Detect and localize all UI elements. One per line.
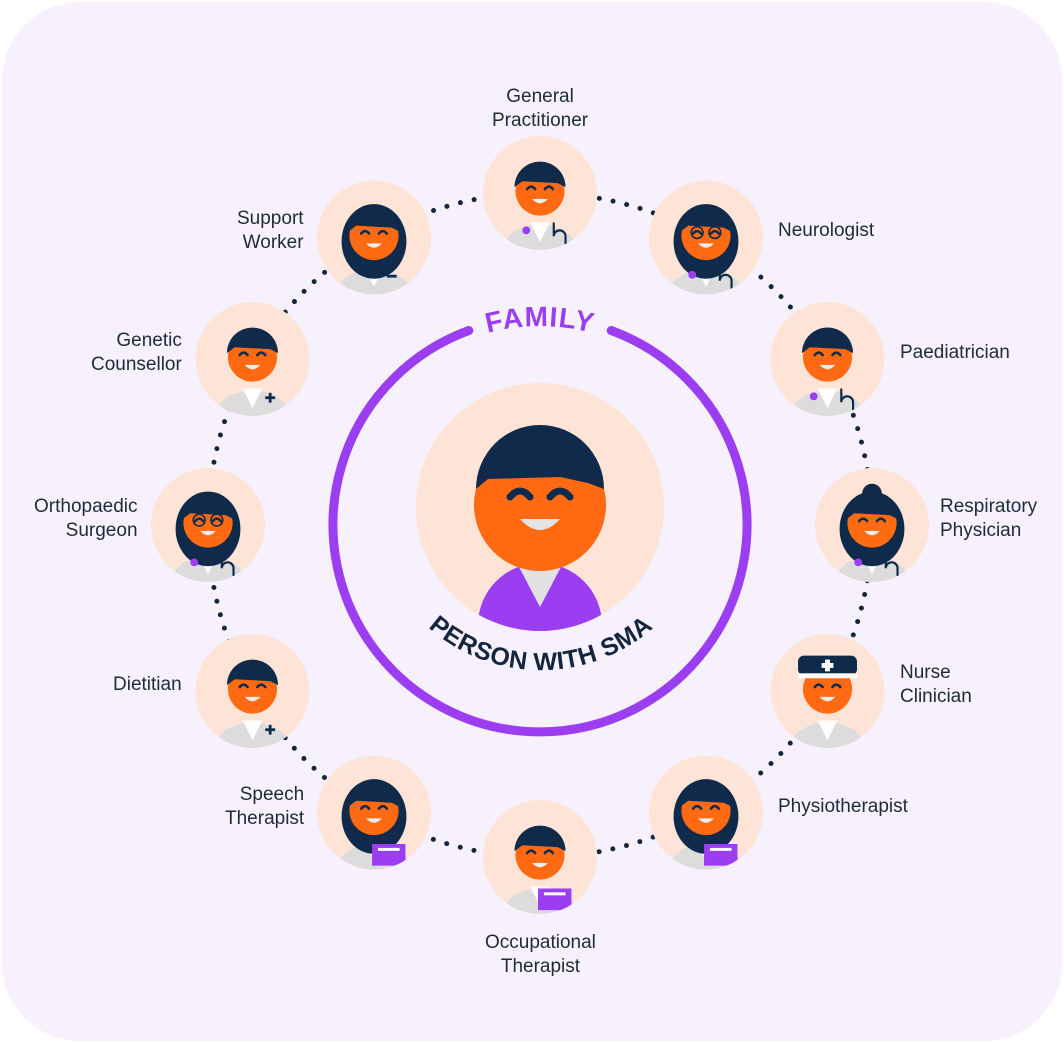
paediatrician-avatar-icon [770, 302, 885, 416]
respiratory-physician-avatar-icon [815, 468, 929, 582]
role-label-paediatrician: Paediatrician [900, 341, 1010, 365]
physiotherapist-avatar-icon [649, 755, 763, 870]
role-label-line: Therapist [225, 808, 305, 829]
role-label-line: Physician [940, 520, 1022, 541]
role-label-line: Dietitian [113, 674, 182, 695]
role-label-line: Occupational [485, 932, 596, 953]
speech-therapist-avatar-icon [317, 755, 431, 870]
role-label-line: Neurologist [778, 220, 875, 241]
occupational-therapist-avatar-icon [483, 800, 597, 914]
role-label-line: General [506, 86, 574, 107]
nurse-avatar-icon [770, 634, 885, 748]
role-label-physiotherapist: Physiotherapist [778, 795, 908, 819]
role-label-line: Genetic [116, 330, 182, 351]
role-label-line: Clinician [900, 686, 972, 707]
role-label-line: Therapist [500, 956, 581, 977]
gp-avatar-icon [483, 136, 597, 250]
person-with-sma-avatar-icon [416, 383, 664, 631]
role-label-dietitian: Dietitian [113, 673, 182, 697]
role-label-line: Respiratory [940, 496, 1038, 517]
dietitian-avatar-icon [195, 634, 310, 748]
role-label-line: Paediatrician [900, 342, 1010, 363]
support-worker-avatar-icon [317, 180, 431, 295]
role-label-line: Nurse [900, 662, 951, 683]
role-label-line: Worker [242, 232, 304, 253]
orthopaedic-surgeon-avatar-icon [151, 468, 265, 582]
family-ring-arc [328, 326, 752, 737]
role-label-line: Surgeon [65, 520, 138, 541]
genetic-counsellor-avatar-icon [195, 302, 310, 416]
role-label-line: Orthopaedic [34, 496, 138, 517]
neurologist-avatar-icon [649, 180, 763, 295]
role-label-line: Speech [239, 784, 305, 805]
care-team-avatars [151, 136, 929, 914]
role-label-line: Counsellor [91, 354, 182, 375]
role-label-line: Practitioner [492, 110, 589, 131]
role-label-line: Support [237, 208, 304, 229]
role-label-line: Physiotherapist [778, 796, 908, 817]
role-label-neurologist: Neurologist [778, 219, 874, 243]
